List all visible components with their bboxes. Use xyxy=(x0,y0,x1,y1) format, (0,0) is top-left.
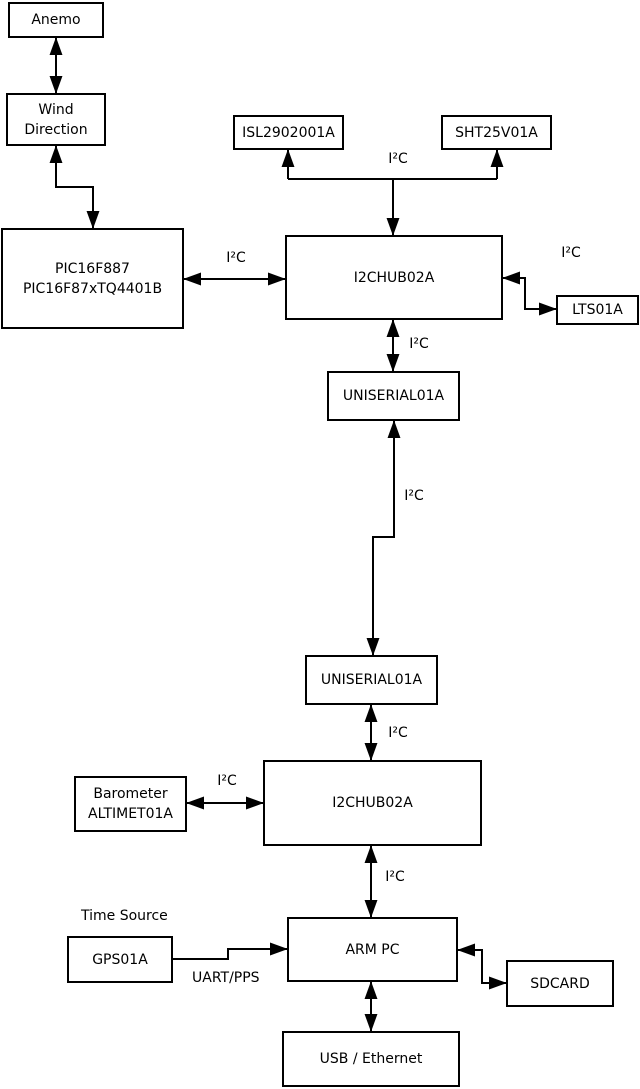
edge-label-i2c-hub1-uniserial1: I²C xyxy=(409,336,429,352)
node-gps01a: GPS01A xyxy=(67,936,173,983)
edge-label-i2c-uniserial-link: I²C xyxy=(404,488,424,504)
edge-label-i2c-pic-hub1: I²C xyxy=(226,250,246,266)
edge-label-i2c-sensor-bus: I²C xyxy=(388,151,408,167)
edge-i2chub1-sensor-bus xyxy=(281,149,504,236)
node-anemo: Anemo xyxy=(8,2,104,38)
edge-label-uart-pps: UART/PPS xyxy=(192,970,260,986)
node-i2chub02a-2: I2CHUB02A xyxy=(263,760,482,846)
edge-label-time-source: Time Source xyxy=(81,908,168,924)
edge-armpc-sdcard xyxy=(457,943,507,990)
node-sdcard: SDCARD xyxy=(506,960,614,1007)
node-uniserial01a-1: UNISERIAL01A xyxy=(327,371,460,421)
node-uniserial01a-2: UNISERIAL01A xyxy=(305,655,438,705)
node-pic: PIC16F887 PIC16F87xTQ4401B xyxy=(1,228,184,329)
node-wind-direction: Wind Direction xyxy=(6,93,106,146)
edge-gps-armpc xyxy=(173,942,288,960)
edge-uniserial1-uniserial2 xyxy=(366,420,401,656)
edge-i2chub1-lts xyxy=(502,271,557,316)
node-i2chub02a-1: I2CHUB02A xyxy=(285,235,503,320)
node-usb-ethernet: USB / Ethernet xyxy=(282,1031,460,1087)
edge-label-i2c-hub1-lts: I²C xyxy=(561,245,581,261)
edge-label-i2c-barometer-hub2: I²C xyxy=(217,773,237,789)
edge-label-i2c-uniserial2-hub2: I²C xyxy=(388,725,408,741)
node-arm-pc: ARM PC xyxy=(287,917,458,982)
edge-label-i2c-hub2-armpc: I²C xyxy=(385,869,405,885)
node-sht25v01a: SHT25V01A xyxy=(441,115,552,150)
edge-wind-direction-pic xyxy=(49,145,100,229)
node-isl2902001a: ISL2902001A xyxy=(233,115,344,150)
node-barometer: Barometer ALTIMET01A xyxy=(74,776,187,832)
node-lts01a: LTS01A xyxy=(556,295,639,325)
